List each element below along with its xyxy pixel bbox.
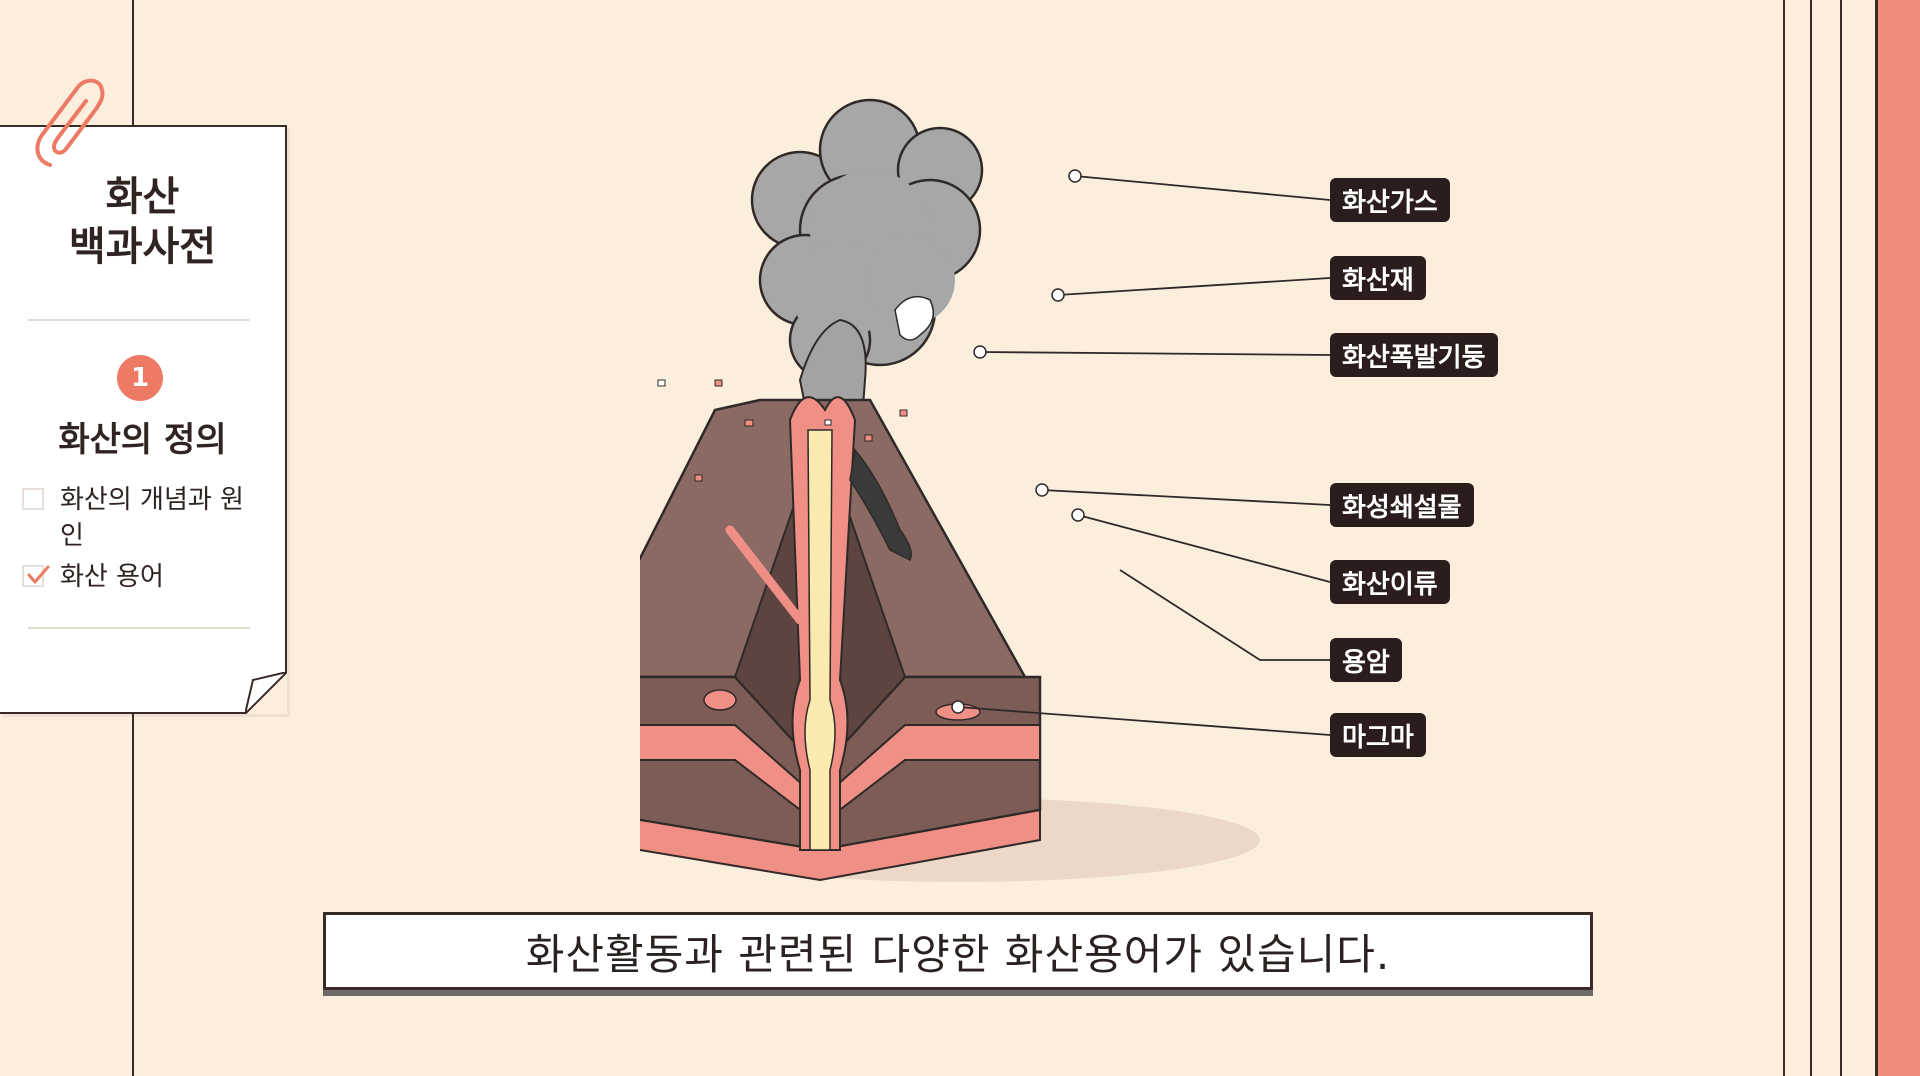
- menu-item-volcano-concept[interactable]: 화산의 개념과 원인: [22, 482, 250, 554]
- label-magma: 마그마: [1330, 713, 1426, 757]
- checkbox-checked[interactable]: [22, 565, 50, 587]
- label-volcanic-gas: 화산가스: [1330, 178, 1450, 222]
- card-title: 화산 백과사전: [68, 174, 217, 270]
- section-title: 화산의 정의: [58, 420, 227, 460]
- subtitle-caption-box: 화산활동과 관련된 다양한 화산용어가 있습니다.: [323, 912, 1593, 990]
- checkbox-unchecked[interactable]: [22, 488, 44, 510]
- subtitle-caption-text: 화산활동과 관련된 다양한 화산용어가 있습니다.: [525, 929, 1391, 979]
- card-divider: [28, 319, 250, 321]
- label-lahar: 화산이류: [1330, 560, 1450, 604]
- page-side-strip: [1875, 0, 1920, 1076]
- paperclip-icon: [35, 78, 105, 167]
- menu-item-label: 화산 용어: [60, 562, 164, 592]
- step-number-badge: 1: [117, 355, 163, 401]
- card-divider: [28, 627, 250, 629]
- label-pyroclastic-material: 화성쇄설물: [1330, 483, 1474, 527]
- check-icon: [27, 565, 50, 584]
- page-edge-line: [1840, 0, 1842, 1076]
- sidebar-card: 화산 백과사전 1 화산의 정의 화산의 개념과 원인 화산 용어: [0, 125, 287, 714]
- label-volcanic-ash: 화산재: [1330, 256, 1426, 300]
- page-edge-line: [1810, 0, 1812, 1076]
- menu-item-volcano-terms[interactable]: 화산 용어: [22, 559, 250, 595]
- volcano-cross-section-illustration: [640, 98, 1260, 882]
- page-curl-icon: [245, 672, 287, 714]
- label-lava: 용암: [1330, 638, 1402, 682]
- label-eruption-column: 화산폭발기둥: [1330, 333, 1498, 377]
- menu-item-label: 화산의 개념과 원인: [60, 485, 244, 551]
- page-edge-line: [1783, 0, 1785, 1076]
